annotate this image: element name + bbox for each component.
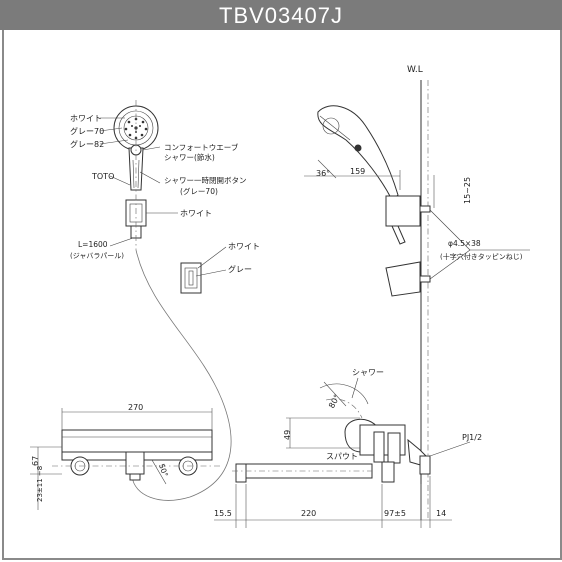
- label-white-2: ホワイト: [180, 209, 212, 218]
- label-comfort-wave-2: シャワー(節水): [164, 152, 215, 162]
- label-dim-49: 49: [283, 430, 292, 440]
- label-spout: スパウト: [326, 452, 358, 461]
- bottom-dims-right: [214, 476, 452, 528]
- label-shower: シャワー: [352, 368, 384, 377]
- label-dim-67: 67: [31, 456, 40, 466]
- label-angle-50: 50°: [157, 463, 170, 479]
- label-dim-97: 97±5: [384, 509, 406, 518]
- product-code-title: TBV03407J: [219, 3, 343, 28]
- label-shower-stop-2: (グレー70): [180, 186, 218, 196]
- faucet-front-view: [52, 429, 222, 481]
- label-gray70: グレー70: [70, 126, 104, 136]
- label-hose-length-2: (ジャバラパール): [70, 252, 124, 260]
- dim-67-group: [30, 446, 62, 510]
- label-dim-15-5: 15.5: [214, 509, 232, 518]
- label-dim-15-25: 15~25: [463, 177, 472, 204]
- shower-head-front-view: [113, 100, 159, 250]
- label-gray82: グレー82: [70, 139, 104, 149]
- label-shower-stop-1: シャワー一時閉開ボタン: [164, 176, 247, 185]
- label-white: ホワイト: [70, 114, 102, 123]
- label-dim-14: 14: [436, 509, 446, 518]
- screw-leader-2: [429, 249, 471, 280]
- label-dim-270: 270: [128, 403, 143, 412]
- shower-head-side-view: [317, 105, 431, 297]
- leader-lines-head: [99, 117, 178, 247]
- dim-159-group: [304, 159, 401, 190]
- label-holder-white: ホワイト: [228, 242, 260, 251]
- label-comfort-wave-1: コンフォートウエーブ: [164, 142, 239, 152]
- label-pj: PJ1/2: [462, 433, 482, 442]
- shower-hose: [131, 249, 232, 501]
- pj-leader: [429, 441, 471, 457]
- holder-detail: [180, 246, 227, 294]
- dim-49-group: [286, 417, 360, 449]
- shower-arc: [319, 377, 369, 419]
- screw-leader-1: [429, 209, 471, 251]
- label-holder-gray: グレー: [228, 264, 252, 274]
- faucet-side-body: [232, 418, 431, 483]
- label-wl: W.L: [407, 65, 423, 75]
- angle-50-leader: [151, 459, 167, 485]
- label-angle-80: 80°: [327, 393, 342, 410]
- label-toto: TOTO: [91, 172, 114, 181]
- label-dim-220: 220: [301, 509, 316, 518]
- title-bar: TBV03407J: [0, 0, 562, 30]
- label-dim-159: 159: [350, 167, 365, 176]
- label-hose-length-1: L=1600: [78, 240, 108, 249]
- label-screw-2: (十字穴付きタッピンねじ): [440, 252, 523, 261]
- label-screw-1: φ4.5×38: [448, 239, 481, 248]
- drawing-border: [2, 30, 562, 560]
- label-dim-23: 23±11 −8: [36, 466, 44, 502]
- dim-270-group: [61, 408, 213, 430]
- label-angle-36: 36°: [316, 169, 330, 178]
